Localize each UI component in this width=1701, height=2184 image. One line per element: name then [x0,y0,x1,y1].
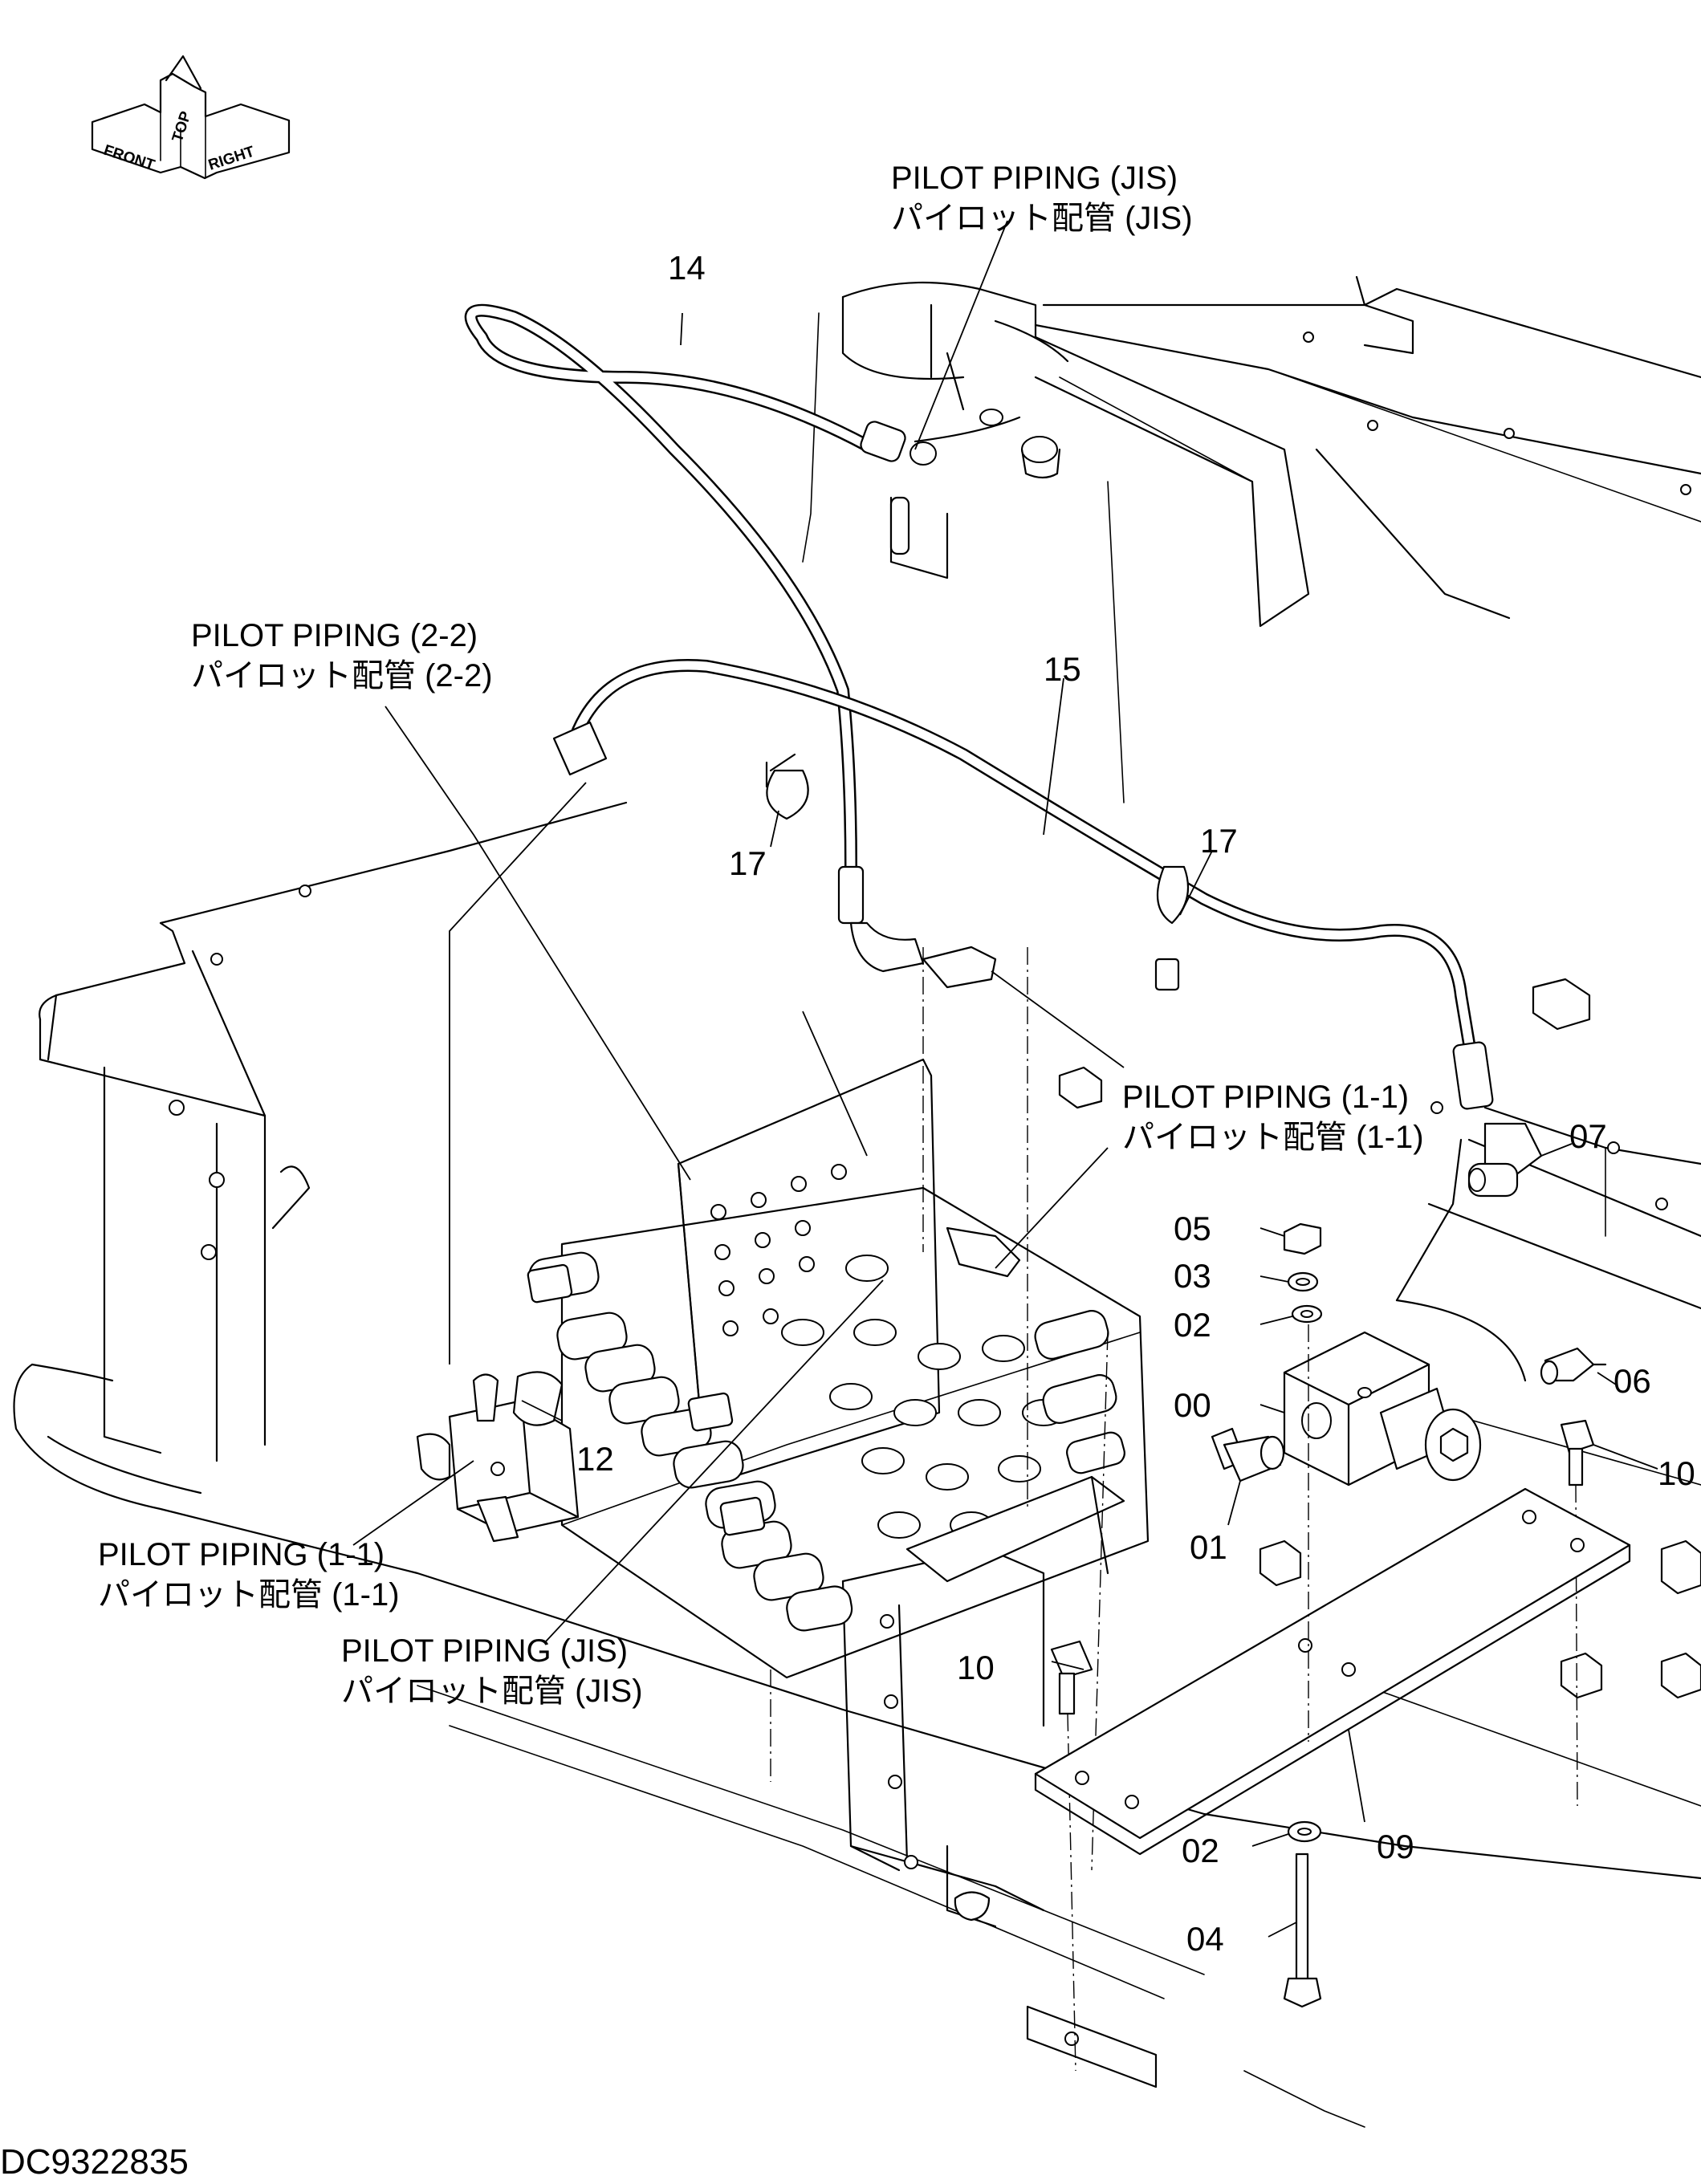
part-label-14: 14 [668,249,706,287]
callout-line1: PILOT PIPING (JIS) [891,161,1178,196]
nut-05 [1283,1222,1322,1255]
valve-spools [527,1251,853,1632]
part-label-17-left: 17 [729,844,767,882]
machine-frame [13,275,1701,2128]
callout-pilot-2-2: PILOT PIPING (2-2) パイロット配管 (2-2) [191,618,493,693]
callout-line2: パイロット配管 (1-1) [98,1577,400,1613]
callout-line2: パイロット配管 (1-1) [1122,1120,1424,1155]
bolt-10-right [1560,1419,1595,1807]
callout-line1: PILOT PIPING (2-2) [191,618,478,653]
drawing-code: DC9322835 [0,2142,189,2182]
leader-lines [352,220,1658,1938]
part-label-07: 07 [1569,1117,1607,1155]
fitting-06 [1540,1347,1607,1385]
part-label-02-lower: 02 [1182,1832,1219,1869]
elbow-fitting-07 [1467,1122,1543,1198]
arrow-front-label: FRONT [101,142,157,174]
orientation-arrows-icon: FRONT TOP RIGHT [91,55,291,180]
part-label-12: 12 [576,1440,614,1478]
fitting-01 [1211,1427,1285,1482]
part-label-00: 00 [1174,1386,1211,1424]
callout-pilot-1-1-right: PILOT PIPING (1-1) パイロット配管 (1-1) [1122,1080,1424,1155]
part-label-02-upper: 02 [1174,1306,1211,1344]
hose-clamp-17-left [766,769,809,820]
part-label-06: 06 [1614,1362,1651,1400]
mounting-plate-09 [1034,1324,1631,1856]
part-label-17-right: 17 [1200,822,1238,860]
part-label-10-right: 10 [1658,1454,1695,1492]
callout-pilot-jis-bottom: PILOT PIPING (JIS) パイロット配管 (JIS) [341,1633,643,1709]
callout-line2: パイロット配管 (JIS) [341,1674,643,1709]
arrow-right-label: RIGHT [206,143,257,173]
part-label-04: 04 [1186,1920,1224,1958]
callout-pilot-1-1-left: PILOT PIPING (1-1) パイロット配管 (1-1) [98,1537,400,1613]
part-number-labels: 14 15 17 17 07 05 03 02 00 06 10 01 12 1… [576,249,1695,1958]
hose-clamp-17-right [1156,865,1190,925]
hose-15 [552,659,1494,1110]
callout-pilot-jis-top: PILOT PIPING (JIS) パイロット配管 (JIS) [891,161,1193,236]
part-label-01: 01 [1190,1528,1227,1566]
callout-line1: PILOT PIPING (1-1) [98,1537,385,1572]
part-label-03: 03 [1174,1257,1211,1295]
long-bolt-04 [1283,1853,1322,2008]
part-label-05: 05 [1174,1210,1211,1247]
hose-14 [464,303,925,973]
valve-block-00 [1283,1331,1482,1487]
control-valve-assembly [527,947,1150,1871]
bolt-10-left [1050,1640,1093,2072]
callout-line2: パイロット配管 (JIS) [891,201,1193,236]
arrow-top-label: TOP [169,109,195,144]
part-label-15: 15 [1044,650,1081,688]
part-label-10-left: 10 [957,1649,995,1686]
callout-line2: パイロット配管 (2-2) [191,658,493,693]
pilot-valve-block-12 [416,1371,580,1543]
part-label-09: 09 [1377,1828,1414,1865]
plate-holes [710,1164,847,1336]
callout-line1: PILOT PIPING (JIS) [341,1633,628,1669]
callout-line1: PILOT PIPING (1-1) [1122,1080,1409,1115]
adapter-fitting [922,946,997,989]
